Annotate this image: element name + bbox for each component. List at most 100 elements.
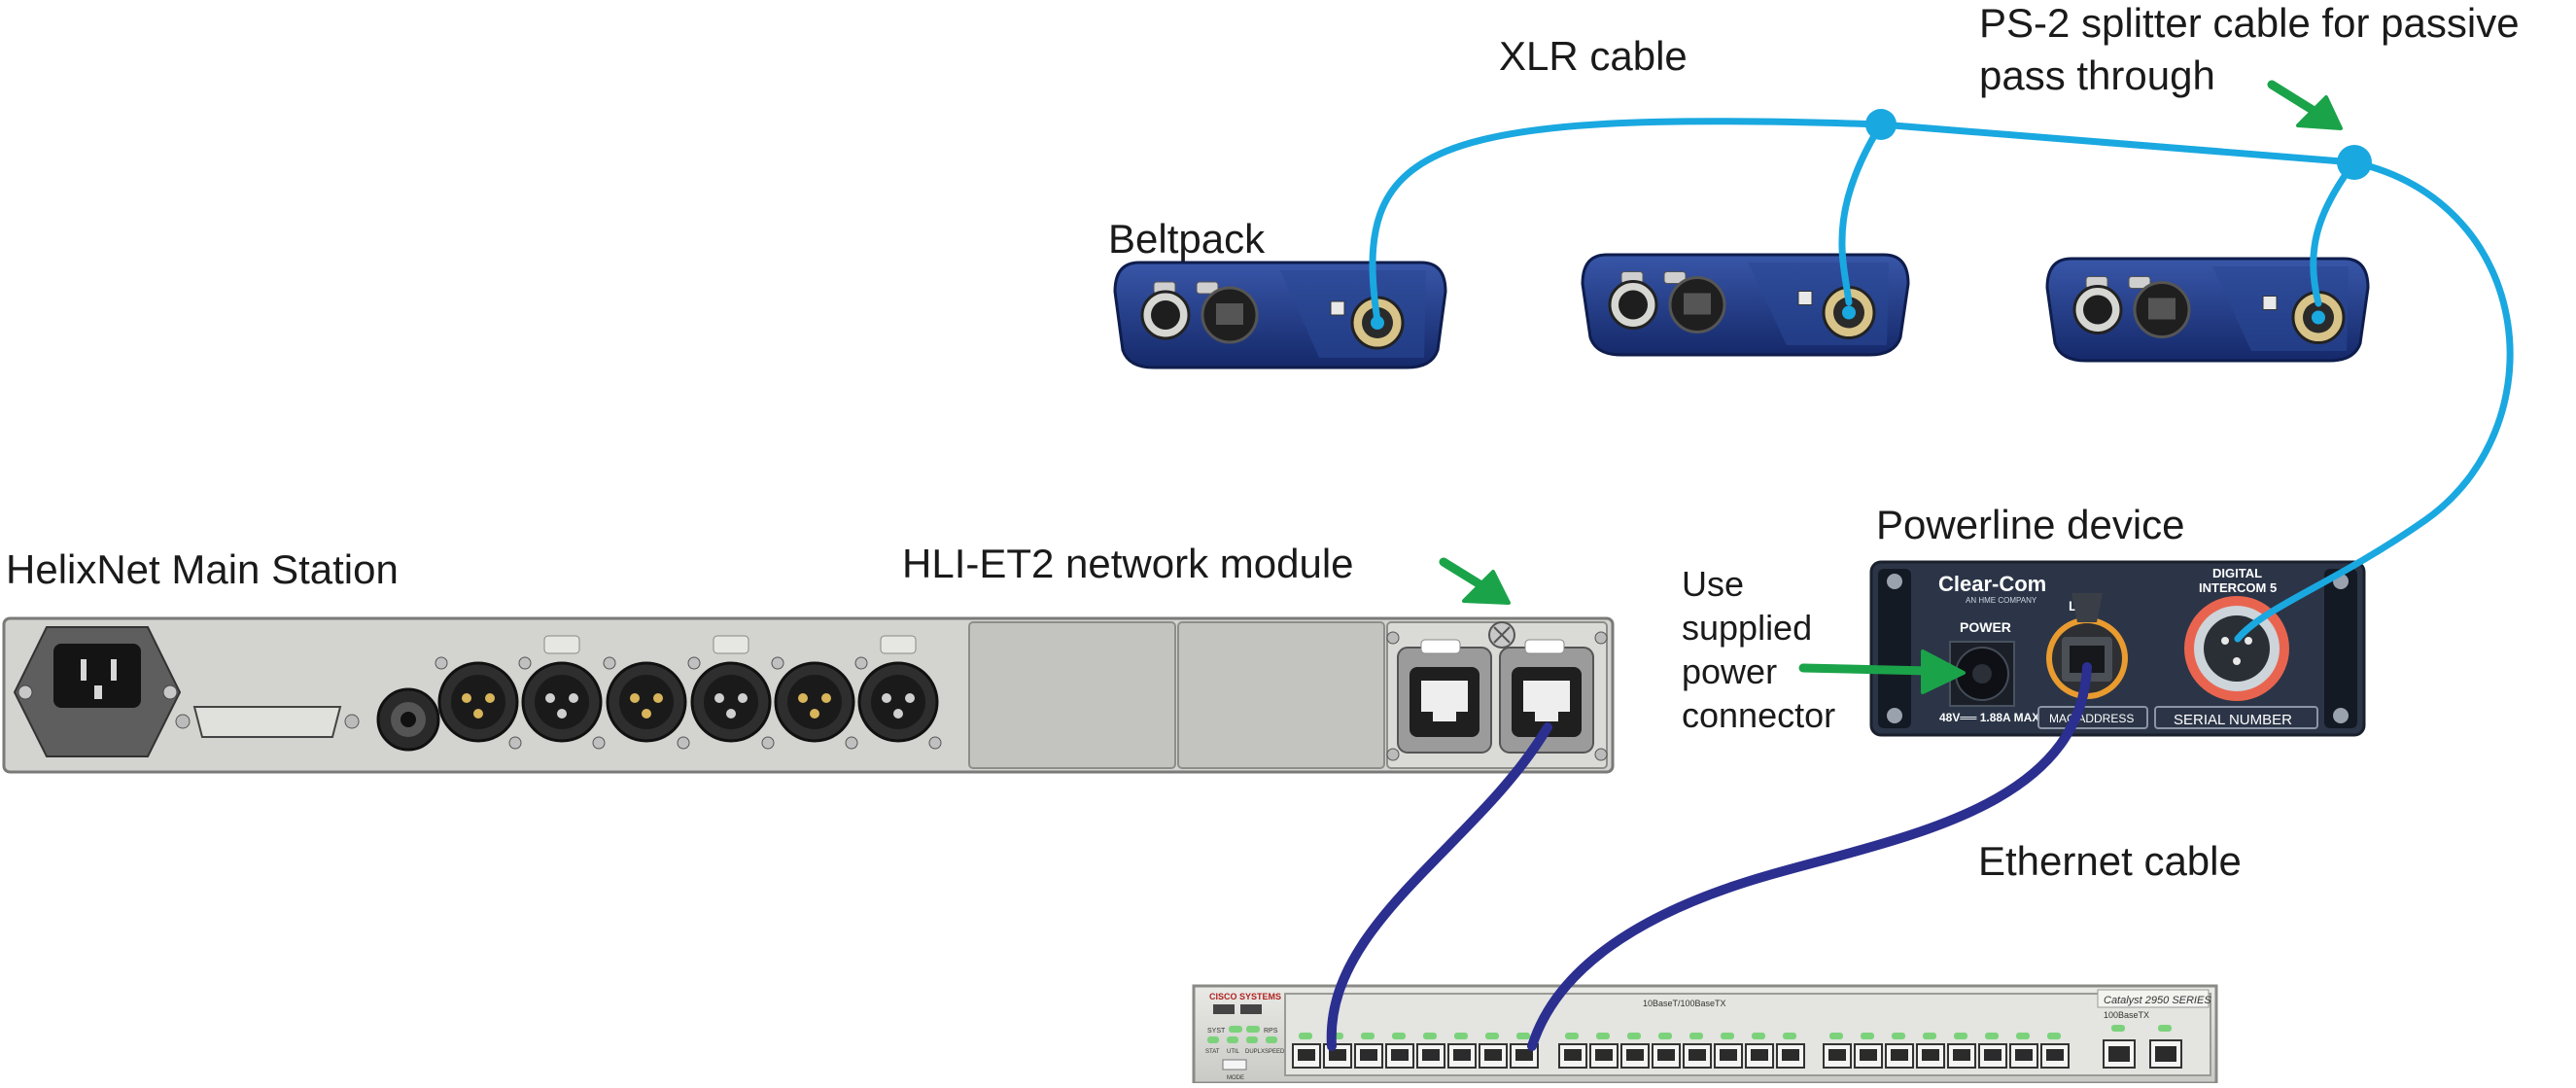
main-station-label: HelixNet Main Station <box>6 546 399 592</box>
switch-ethernet-port-icon <box>1745 1043 1774 1069</box>
switch-led-icon <box>1516 1033 1530 1039</box>
beltpack-ethernet-port-icon <box>1196 281 1259 344</box>
beltpack-usb-port-icon <box>2262 296 2278 310</box>
switch-model: Catalyst 2950 SERIES <box>2104 995 2211 1006</box>
splitter-node-1 <box>1865 109 1897 140</box>
switch-led-icon <box>1596 1033 1610 1039</box>
network-switch: CISCO SYSTEMS SYST RPS STAT UTIL DUPLX S… <box>1192 984 2218 1085</box>
switch-mode-button[interactable] <box>1222 1059 1247 1070</box>
hli-et2-module <box>1386 621 1608 769</box>
switch-led-icon <box>1361 1033 1375 1039</box>
switch-led-icon <box>2158 1025 2172 1032</box>
switch-led-icon <box>1985 1033 1999 1039</box>
powerline-brand: Clear-Com <box>1938 572 2046 596</box>
switch-led-icon <box>2111 1025 2125 1032</box>
switch-uplink-port-icon <box>2103 1039 2136 1069</box>
switch-ethernet-port-icon <box>1416 1043 1445 1069</box>
switch-led-icon <box>1829 1033 1843 1039</box>
xlr-cable-label: XLR cable <box>1499 33 1688 79</box>
powerline-device-label: Powerline device <box>1876 502 2185 547</box>
switch-ethernet-port-icon <box>1854 1043 1883 1069</box>
switch-led-icon <box>1721 1033 1734 1039</box>
switch-ethernet-port-icon <box>1885 1043 1914 1069</box>
switch-ethernet-port-icon <box>1947 1043 1976 1069</box>
switch-ethernet-port-icon <box>1714 1043 1743 1069</box>
switch-led-stat: STAT <box>1205 1049 1220 1055</box>
switch-ethernet-port-icon <box>1385 1043 1414 1069</box>
beltpack-xlr-in-icon <box>1140 281 1191 340</box>
beltpack-xlr-out-icon <box>1822 286 1876 339</box>
powerline-power-label: POWER <box>1960 619 2011 635</box>
ps2-splitter-label-line1: PS-2 splitter cable for passive <box>1979 0 2520 46</box>
beltpack-xlr-in-icon <box>2072 276 2123 334</box>
switch-led-speed: SPEED <box>1265 1049 1285 1055</box>
ethernet-cable-label: Ethernet cable <box>1978 838 2242 884</box>
powerline-device: Clear-Com AN HME COMPANY POWER 48V══ 1.8… <box>1869 560 2366 737</box>
xlr-female-connector-icon <box>687 635 775 750</box>
db25-connector-icon <box>175 706 360 738</box>
switch-ethernet-port-icon <box>1916 1043 1945 1069</box>
switch-ethernet-port-icon <box>1823 1043 1852 1069</box>
rj45-port-b-icon <box>1499 639 1594 754</box>
beltpack-xlr-in-icon <box>1608 271 1658 330</box>
switch-led-icon <box>1485 1033 1499 1039</box>
switch-ethernet-port-icon <box>1447 1043 1477 1069</box>
switch-led-icon <box>1954 1033 1967 1039</box>
switch-mode-label: MODE <box>1227 1075 1244 1081</box>
powerline-power-rating: 48V══ 1.88A MAX <box>1939 711 2039 724</box>
switch-ports-label: 10BaseT/100BaseTX <box>1643 999 1726 1008</box>
powerline-intercom-label: INTERCOM 5 <box>2199 580 2280 595</box>
switch-led-icon <box>1752 1033 1765 1039</box>
switch-led-icon <box>1423 1033 1437 1039</box>
powerline-brand-sub: AN HME COMPANY <box>1966 596 2037 605</box>
beltpack-label: Beltpack <box>1108 216 1266 262</box>
switch-led-syst: SYST <box>1207 1028 1226 1035</box>
intercom-xlr-port-icon <box>2184 596 2289 701</box>
headphone-jack-icon <box>376 687 440 752</box>
switch-ethernet-port-icon <box>1589 1043 1619 1069</box>
switch-uplink-port-icon <box>2149 1039 2182 1069</box>
ethernet-cable <box>1326 662 2092 1051</box>
switch-led-icon <box>1299 1033 1312 1039</box>
xlr-male-connector-icon <box>771 656 858 750</box>
beltpack-usb-port-icon <box>1330 300 1345 316</box>
powerline-serial-label: SERIAL NUMBER <box>2174 712 2292 728</box>
switch-led-icon <box>1861 1033 1874 1039</box>
arrow-network-module-icon <box>1439 557 1511 605</box>
beltpack-usb-port-icon <box>1797 291 1813 305</box>
network-module-label: HLI-ET2 network module <box>902 541 1354 586</box>
switch-brand: CISCO SYSTEMS <box>1209 992 1281 1001</box>
switch-led-util: UTIL <box>1227 1049 1240 1055</box>
use-power-label-line1: Use <box>1682 564 1745 604</box>
blank-plate-2 <box>1177 621 1385 769</box>
xlr-female-connector-icon <box>518 635 606 750</box>
switch-led-icon <box>1689 1033 1703 1039</box>
switch-led-icon <box>2016 1033 2030 1039</box>
switch-led-icon <box>1454 1033 1468 1039</box>
switch-led-icon <box>1658 1033 1672 1039</box>
xlr-cable <box>1369 118 2514 643</box>
switch-led-duplx: DUPLX <box>1245 1049 1265 1055</box>
beltpack-xlr-out-icon <box>2291 291 2346 344</box>
switch-port-row <box>1292 1025 2182 1069</box>
switch-ethernet-port-icon <box>1683 1043 1712 1069</box>
beltpack-ethernet-port-icon <box>2128 276 2191 338</box>
beltpack-1 <box>1113 261 1447 369</box>
helixnet-main-station <box>2 616 1615 774</box>
power-inlet-icon <box>13 626 182 757</box>
switch-ethernet-port-icon <box>1652 1043 1681 1069</box>
switch-led-icon <box>1892 1033 1905 1039</box>
use-power-label-line4: connector <box>1682 695 1836 735</box>
switch-led-icon <box>1565 1033 1579 1039</box>
beltpack-3 <box>2045 257 2370 363</box>
switch-ethernet-port-icon <box>2009 1043 2038 1069</box>
switch-ethernet-port-icon <box>1978 1043 2007 1069</box>
switch-uplink-label: 100BaseTX <box>2104 1010 2149 1020</box>
splitter-node-2 <box>2337 145 2372 180</box>
xlr-connector-row <box>435 635 942 750</box>
use-power-label-line3: power <box>1682 651 1778 691</box>
switch-led-icon <box>1392 1033 1406 1039</box>
use-power-label-line2: supplied <box>1682 608 1813 648</box>
